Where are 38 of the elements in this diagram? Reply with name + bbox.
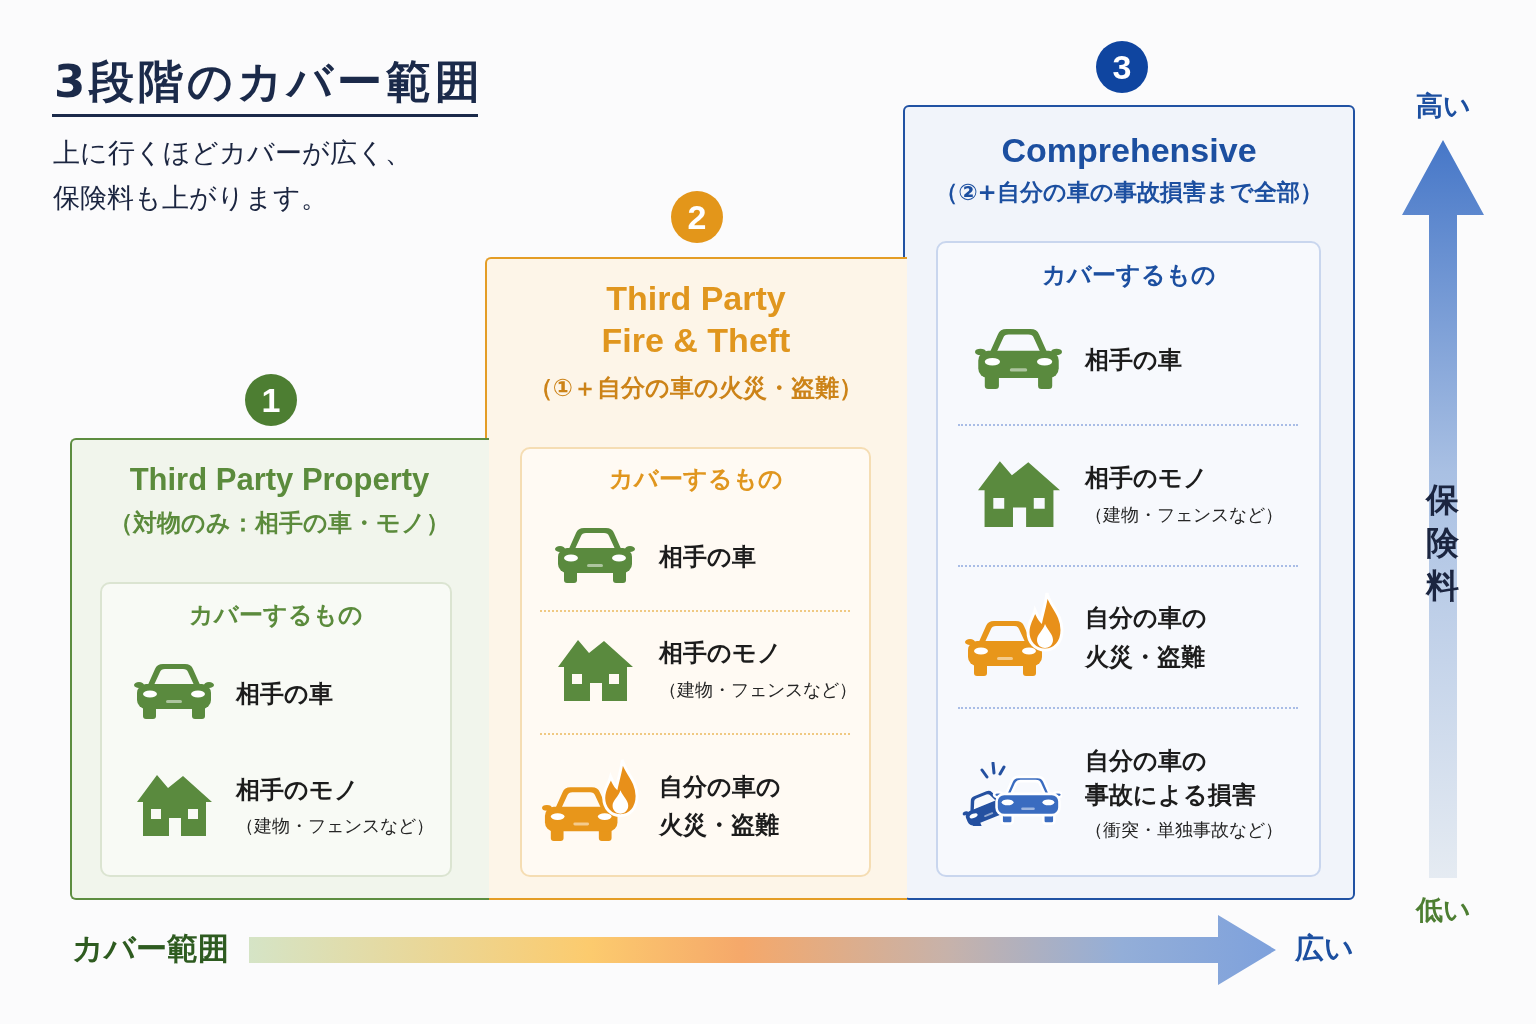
card-heading: カバーするもの — [188, 601, 364, 629]
coverage-item: 自分の車の火災・盗難 — [1085, 603, 1207, 673]
plan-title: Third Party Property — [128, 461, 431, 499]
coverage-item: 自分の車の火災・盗難 — [659, 772, 781, 841]
axis-title: 保険料 — [1425, 479, 1459, 607]
coverage-card — [936, 241, 1321, 877]
card-heading: カバーするもの — [1040, 261, 1217, 289]
coverage-item: 相手のモノ — [236, 776, 359, 804]
coverage-note: （建物・フェンスなど） — [659, 678, 857, 702]
card-heading: カバーするもの — [607, 465, 784, 493]
subtitle: 上に行くほどカバーが広く、保険料も上がります。 — [53, 136, 412, 215]
step-number: 1 — [245, 374, 297, 426]
axis-label: 広い — [1295, 931, 1354, 965]
step-number: 2 — [671, 191, 723, 243]
tier-panel — [485, 257, 907, 900]
coverage-item: 相手のモノ — [659, 639, 782, 667]
axis-label: カバー範囲 — [72, 930, 229, 966]
plan-subtitle: （対物のみ：相手の車・モノ） — [108, 508, 451, 539]
page-title: 3段階のカバー範囲 — [52, 56, 478, 117]
axis-label: 低い — [1414, 894, 1472, 926]
coverage-item: 相手の車 — [659, 543, 756, 571]
coverage-card — [520, 447, 871, 877]
tier-panel — [70, 438, 489, 900]
coverage-note: （衝突・単独事故など） — [1085, 818, 1283, 842]
coverage-item: 相手の車 — [1085, 346, 1182, 374]
step-number: 3 — [1096, 41, 1148, 93]
plan-title: Comprehensive — [1000, 130, 1258, 171]
coverage-item: 自分の車の事故による損害 — [1085, 746, 1256, 811]
coverage-item: 相手のモノ — [1085, 464, 1208, 492]
coverage-item: 相手の車 — [236, 680, 333, 708]
tier-panel — [903, 105, 1355, 900]
coverage-card — [100, 582, 452, 877]
axis-label: 高い — [1414, 90, 1472, 122]
plan-subtitle: （②+自分の車の事故損害まで全部） — [934, 178, 1324, 207]
coverage-note: （建物・フェンスなど） — [1085, 503, 1283, 527]
coverage-note: （建物・フェンスなど） — [236, 814, 434, 838]
plan-title: Third Party Fire & Theft — [600, 278, 792, 361]
plan-subtitle: （①＋自分の車の火災・盗難） — [527, 373, 865, 404]
